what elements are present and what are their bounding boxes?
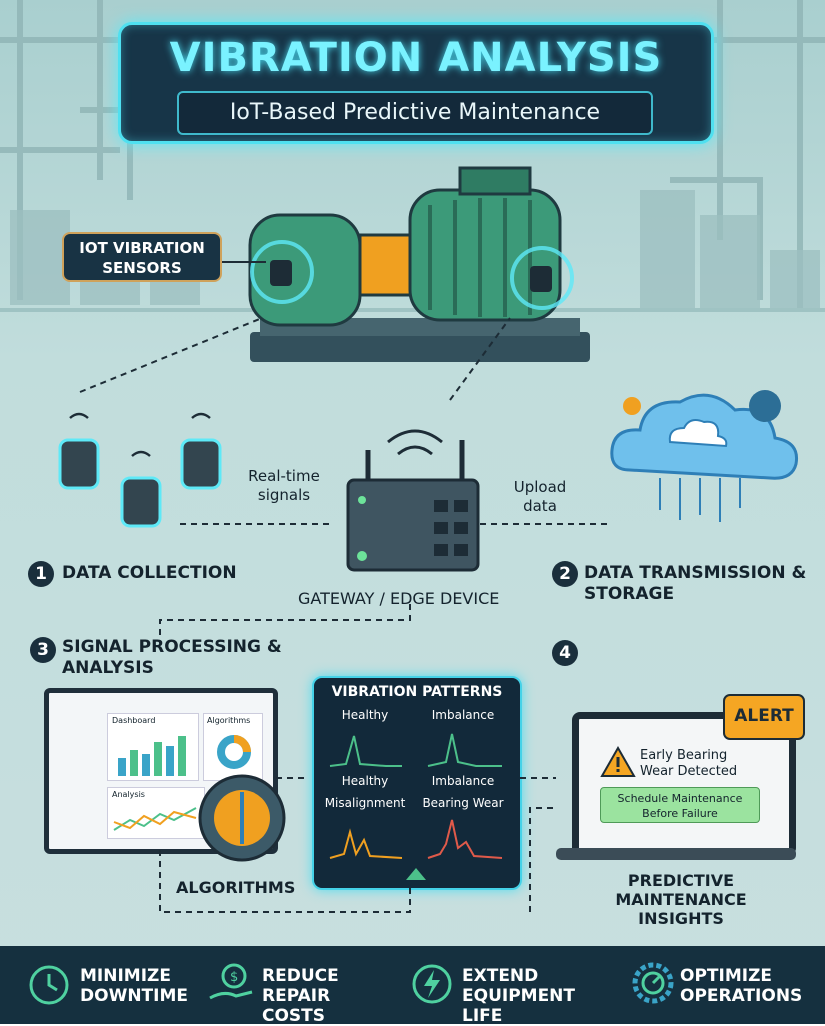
page-subtitle: IoT-Based Predictive Maintenance xyxy=(177,91,653,135)
cloud-storage-icon xyxy=(610,390,799,522)
dashboard-panel-label: Dashboard xyxy=(112,716,156,725)
benefit-reduce-costs: REDUCE REPAIR COSTS xyxy=(262,966,339,1026)
algorithms-label: ALGORITHMS xyxy=(176,878,296,897)
step-4-number: 4 xyxy=(552,640,578,666)
benefits-bar: MINIMIZE DOWNTIME $ REDUCE REPAIR COSTS … xyxy=(0,946,825,1026)
upload-data-label: Upload data xyxy=(513,478,567,515)
gateway-device-icon xyxy=(346,429,480,572)
bar-chart-icon xyxy=(118,736,186,776)
sensor-cluster-icon xyxy=(58,412,222,528)
step-3-title: SIGNAL PROCESSING & ANALYSIS xyxy=(62,637,282,678)
triangle-icon xyxy=(406,868,426,880)
alert-message: Early Bearing Wear Detected xyxy=(640,748,738,779)
pattern-imbalance-label: Imbalance xyxy=(431,708,495,722)
brain-gear-icon xyxy=(198,774,286,862)
row-label-healthy: Healthy xyxy=(341,774,389,788)
schedule-maintenance-box: Schedule Maintenance Before Failure xyxy=(600,787,760,823)
algorithms-panel: Algorithms xyxy=(203,713,263,781)
hand-money-icon: $ xyxy=(209,963,253,1000)
iot-sensors-label: IOT VIBRATION SENSORS xyxy=(62,232,222,282)
insights-label: PREDICTIVE MAINTENANCE INSIGHTS xyxy=(615,871,747,928)
laptop-base-icon xyxy=(556,848,796,860)
lightning-icon xyxy=(412,964,452,1004)
step-3-number: 3 xyxy=(30,637,56,663)
gateway-label: GATEWAY / EDGE DEVICE xyxy=(298,589,500,608)
step-2-number: 2 xyxy=(552,561,578,587)
warning-icon xyxy=(600,746,636,777)
step-2-title: DATA TRANSMISSION & STORAGE xyxy=(584,563,807,604)
realtime-signals-label: Real-time signals xyxy=(248,467,320,504)
gauge-gear-icon xyxy=(632,962,674,1004)
step-1-number: 1 xyxy=(28,561,54,587)
analysis-panel-label: Analysis xyxy=(112,790,145,799)
pattern-misalignment-label: Misalignment xyxy=(324,796,406,810)
alert-badge: ALERT xyxy=(723,694,805,740)
benefit-extend-life: EXTEND EQUIPMENT LIFE xyxy=(462,966,576,1026)
row-label-imbalance: Imbalance xyxy=(431,774,495,788)
benefit-optimize-operations: OPTIMIZE OPERATIONS xyxy=(680,966,803,1006)
patterns-title: VIBRATION PATTERNS xyxy=(331,684,503,700)
line-chart-icon xyxy=(113,807,197,831)
pattern-bearing-wear-label: Bearing Wear xyxy=(422,796,504,810)
step-1-title: DATA COLLECTION xyxy=(62,563,237,583)
waveform-row-2 xyxy=(329,819,503,859)
svg-text:$: $ xyxy=(230,970,238,985)
pattern-healthy-label: Healthy xyxy=(341,708,389,722)
dashboard-chart-panel: Dashboard xyxy=(107,713,199,781)
page-title: VIBRATION ANALYSIS xyxy=(169,35,663,81)
clock-icon xyxy=(29,965,69,1005)
algorithms-panel-label: Algorithms xyxy=(207,716,251,725)
title-banner: VIBRATION ANALYSIS IoT-Based Predictive … xyxy=(118,22,714,144)
motor-pump-icon xyxy=(248,166,590,362)
waveform-row-1 xyxy=(329,733,502,767)
benefit-minimize-downtime: MINIMIZE DOWNTIME xyxy=(80,966,188,1006)
vibration-patterns-panel: VIBRATION PATTERNS Healthy Imbalance Hea… xyxy=(312,676,522,890)
donut-chart-icon xyxy=(217,735,251,769)
